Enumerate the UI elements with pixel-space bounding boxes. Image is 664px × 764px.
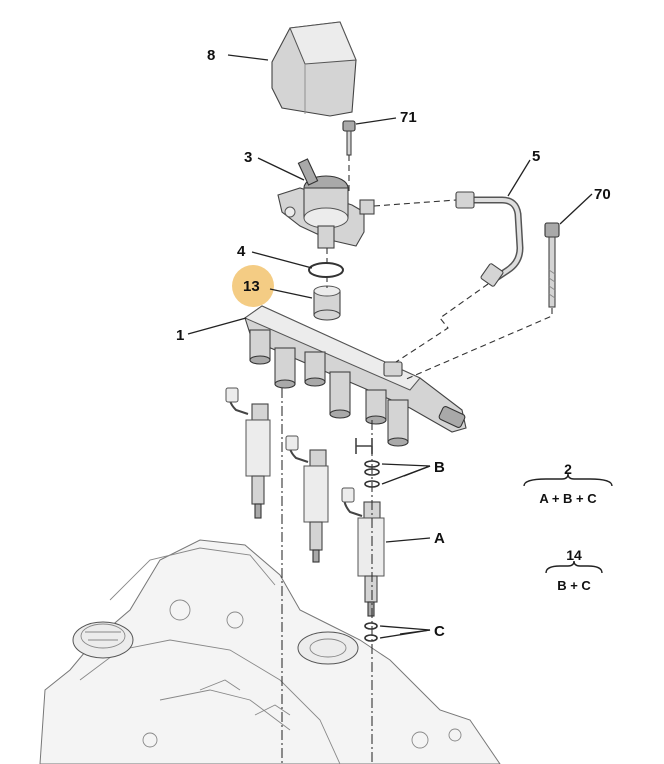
part-70-bolt [544,222,560,308]
legend-kit-14-expression: B + C [557,578,591,593]
fuel-rail-cup [365,389,387,425]
legend-kit-2-number: 2 [564,461,572,477]
fuel-rail-cup [249,329,271,365]
injector-left [225,387,271,519]
part-1-fuel-rail [243,305,467,447]
fuel-rail-cup [329,371,351,419]
injector-port [297,631,359,665]
part-3-high-pressure-pump [277,158,375,249]
injector-middle [285,435,329,563]
callout-13-highlight [232,265,274,307]
oil-filler-cap [72,621,134,659]
legend-kit-14-brace [545,560,603,574]
callout-a: A [434,530,445,547]
callout-c: C [434,623,445,640]
part-8-pump-cover [271,21,357,117]
callout-8: 8 [207,47,215,64]
fuel-rail-cup [304,351,326,387]
callout-71: 71 [400,109,417,126]
callout-70: 70 [594,186,611,203]
leader-lines [187,54,593,639]
part-5-high-pressure-pipe [455,191,524,287]
part-71-bolt [342,120,356,156]
fuel-rail-cup [274,347,296,389]
legend-kit-14-number: 14 [566,547,582,563]
legend-kit-2-brace [523,473,613,487]
callout-5: 5 [532,148,540,165]
engine-cylinder-head [39,539,501,764]
assembly-axis-lines [281,155,553,764]
callout-1: 1 [176,327,184,344]
callout-13: 13 [243,278,260,295]
injector-a [341,438,385,617]
callout-4: 4 [237,243,246,260]
callout-3: 3 [244,149,252,166]
legend-kit-2-expression: A + B + C [539,491,597,506]
part-4-o-ring [308,262,344,278]
part-13-sleeve [313,285,341,321]
callout-b: B [434,459,445,476]
seals-c [364,622,378,642]
legend-kit-14: 14 B + C [545,547,603,593]
fuel-rail-cup [387,399,409,447]
legend-kit-2: 2 A + B + C [523,461,613,506]
